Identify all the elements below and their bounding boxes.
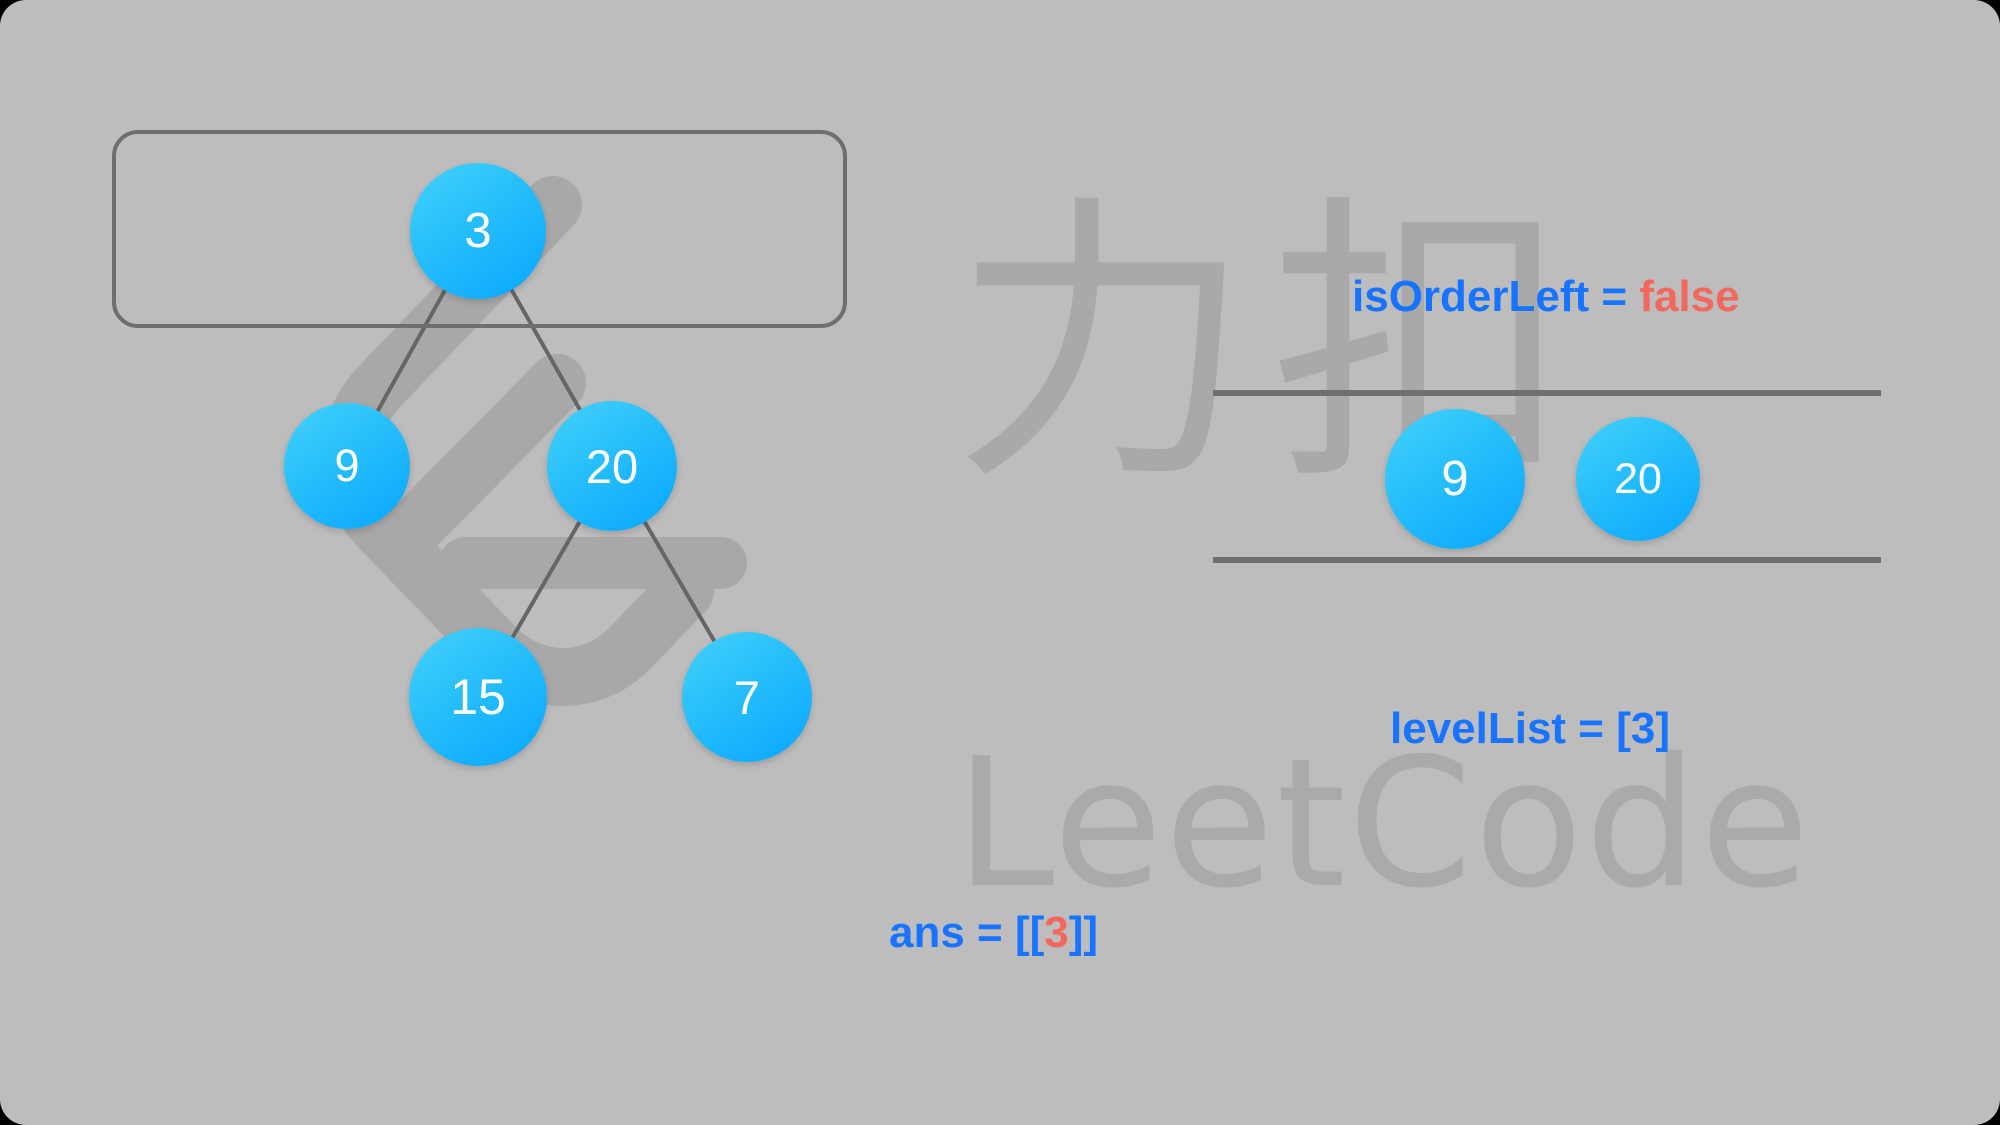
annotation-segment: false xyxy=(1639,272,1740,321)
annotation-segment: 3 xyxy=(1044,908,1069,957)
annotation-segment: ans = [[ xyxy=(889,908,1045,957)
queue-node-label: 20 xyxy=(1614,454,1662,503)
ans-annotation: ans = [[3]] xyxy=(889,908,1098,958)
queue-node-label: 9 xyxy=(1441,452,1469,506)
level-list-annotation: levelList = [3] xyxy=(1390,704,1670,754)
tree-node-label: 7 xyxy=(733,670,761,724)
tree-edge-root-right xyxy=(507,285,584,415)
queue-node-20: 20 xyxy=(1576,417,1700,541)
annotation-segment: ]] xyxy=(1068,908,1099,957)
tree-edge-root-left xyxy=(373,285,449,416)
tree-node-9: 9 xyxy=(284,403,410,529)
annotation-segment: levelList = [3] xyxy=(1390,704,1671,753)
tree-edge-right-rr xyxy=(641,517,718,646)
is-order-left-annotation: isOrderLeft = false xyxy=(1352,272,1740,322)
tree-node-3: 3 xyxy=(410,163,546,299)
tree-node-label: 9 xyxy=(334,440,360,491)
annotation-segment: isOrderLeft = xyxy=(1352,272,1640,321)
tree-edge-right-rl xyxy=(508,517,584,642)
tree-node-15: 15 xyxy=(409,628,547,766)
current-node-highlight xyxy=(112,130,847,328)
tree-node-label: 15 xyxy=(450,669,506,725)
tree-node-7: 7 xyxy=(682,632,812,762)
tree-node-label: 3 xyxy=(464,204,492,258)
queue-node-9: 9 xyxy=(1385,409,1525,549)
tree-node-20: 20 xyxy=(547,401,677,531)
tree-node-label: 20 xyxy=(585,439,639,493)
